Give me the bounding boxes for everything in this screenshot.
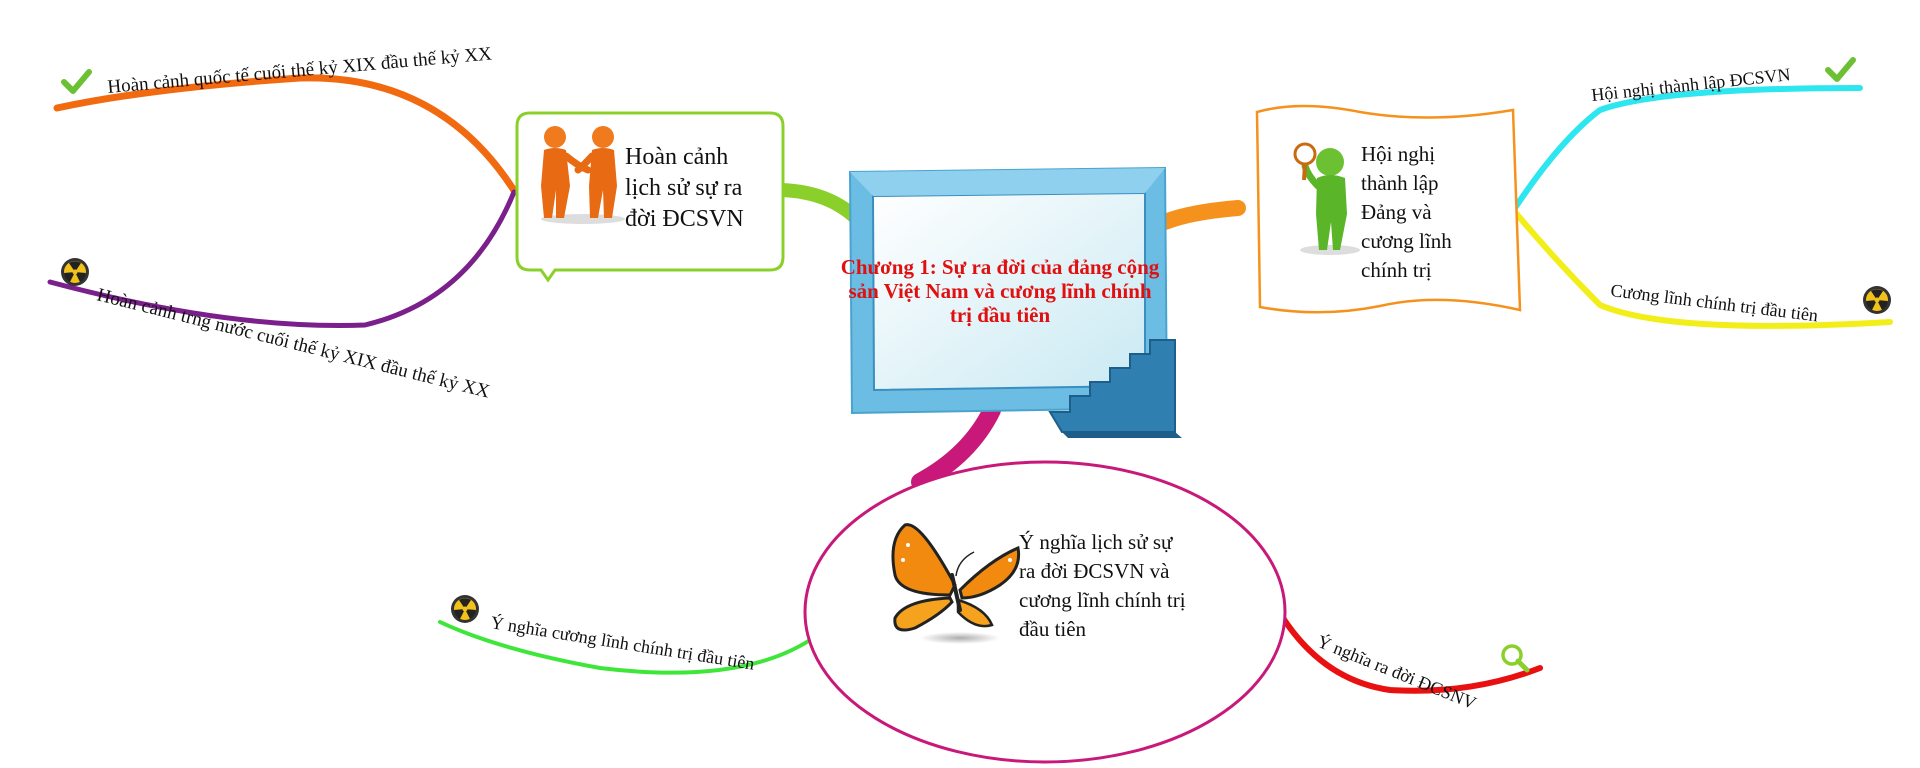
branch-right-bottom [1512, 209, 1893, 329]
check-icon [1825, 57, 1856, 82]
central-topic-box[interactable] [848, 166, 1169, 415]
check-icon [61, 69, 92, 94]
magnifier-person-icon [1293, 142, 1360, 255]
subtopic-label-left-top[interactable]: Hoàn cảnh quốc tế cuối thế kỷ XIX đầu th… [107, 43, 493, 98]
butterfly-icon [891, 523, 1021, 644]
connector-left-topic [775, 183, 865, 227]
subtopic-label-left-bottom[interactable]: Hoàn cảnh trng nước cuối thế kỷ XIX đầu … [95, 284, 492, 402]
branch-bottom-left [438, 620, 812, 675]
topic-bottom-label[interactable]: Ý nghĩa lịch sử sự ra đời ĐCSVN và cương… [1019, 530, 1186, 641]
subtopic-label-bottom-left[interactable]: Ý nghĩa cương lĩnh chính trị đầu tiên [489, 611, 756, 673]
magnifier-icon [1501, 644, 1530, 673]
branch-left-bottom [47, 189, 517, 328]
connector-bottom-topic [911, 401, 1001, 491]
subtopic-label-right-top[interactable]: Hội nghị thành lập ĐCSVN [1590, 64, 1791, 105]
central-topic-title[interactable]: Chương 1: Sự ra đời của đảng cộng sản Vi… [840, 255, 1160, 327]
branch-bottom-right [1275, 607, 1543, 694]
branch-left-top [53, 74, 519, 196]
radiation-icon [451, 595, 479, 623]
topic-right-label[interactable]: Hội nghị thành lập Đảng và cương lĩnh ch… [1361, 142, 1452, 282]
stairs-icon [1048, 339, 1182, 438]
branch-right-top [1512, 85, 1863, 211]
radiation-icon [61, 258, 89, 286]
connector-right-topic [1157, 200, 1246, 230]
radiation-icon [1863, 286, 1891, 314]
handshake-people-icon [541, 126, 625, 224]
topic-left-label[interactable]: Hoàn cảnh lịch sử sự ra đời ĐCSVN [625, 144, 744, 232]
topic-left-box[interactable] [515, 111, 785, 283]
